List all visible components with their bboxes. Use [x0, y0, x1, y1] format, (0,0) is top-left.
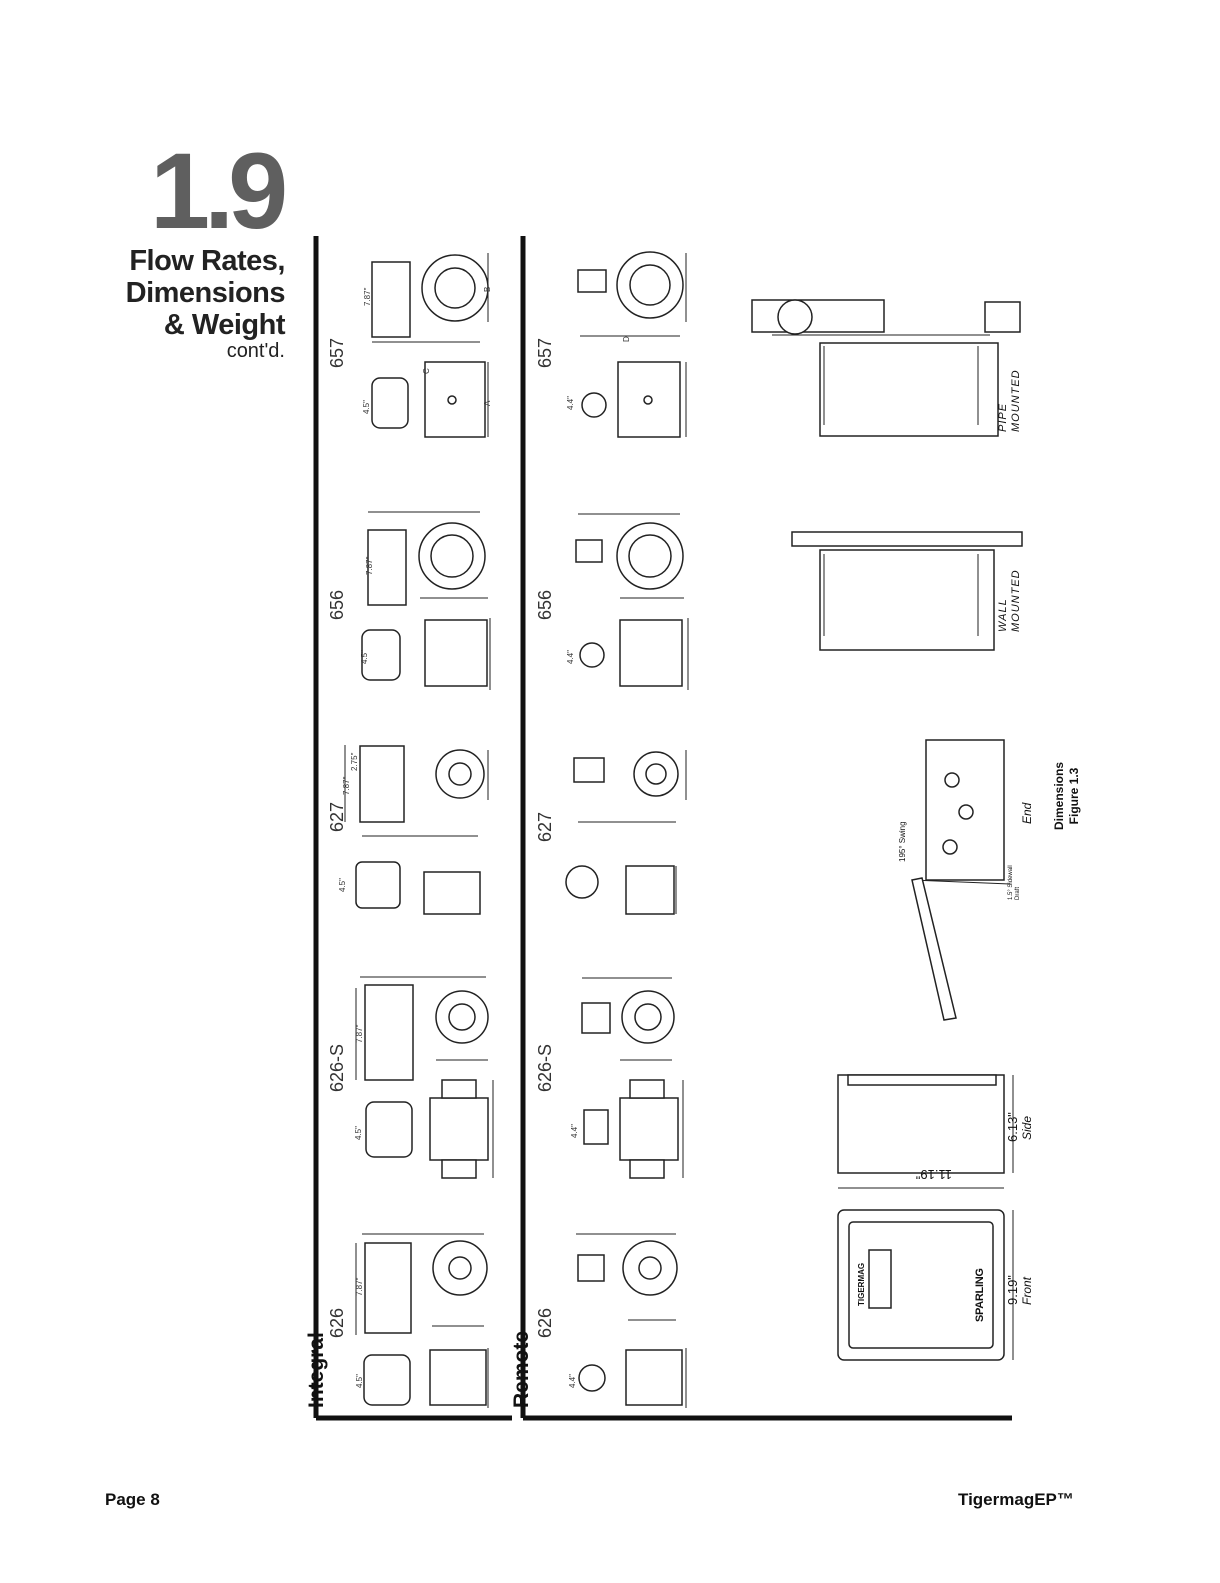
- remote-626s-drawing: [581, 977, 684, 1179]
- integral-group-label: Integral: [305, 1332, 328, 1408]
- remote-group-label: Remote: [510, 1330, 533, 1408]
- remote-model-627: 627: [535, 811, 555, 842]
- side-view-drawing: [837, 1074, 1014, 1189]
- integral-657-drawing: [371, 253, 489, 438]
- remote-656-drawing: [575, 513, 689, 690]
- dim-integral-height-626: 7.87": [355, 1277, 364, 1296]
- side-view-label: Side: [1020, 1115, 1034, 1140]
- figure-title: Dimensions: [1052, 761, 1066, 830]
- remote-model-626s: 626-S: [535, 1043, 555, 1092]
- dim-integral-side-657: 4.5": [362, 400, 371, 414]
- remote-model-626: 626: [535, 1307, 555, 1338]
- pipe-mounted-drawing: [751, 299, 1021, 437]
- pipe-mounted-label: PIPE MOUNTED: [997, 369, 1023, 432]
- dim-integral-height-656: 7.87": [365, 556, 374, 575]
- remote-model-657: 657: [535, 337, 555, 368]
- dim-remote-side-626: 4.4": [568, 1374, 577, 1388]
- section-title-line: Dimensions: [125, 277, 286, 309]
- wall-mounted-line: WALL: [997, 598, 1009, 632]
- dim-c-label: C: [422, 368, 431, 374]
- remote-meter-drawings: [565, 251, 689, 1408]
- section-subtitle: cont'd.: [226, 340, 285, 362]
- integral-model-626s: 626-S: [327, 1043, 347, 1092]
- integral-model-627: 627: [327, 801, 347, 832]
- remote-657-drawing: [577, 251, 687, 438]
- dim-d-label: D: [622, 336, 631, 342]
- wall-mounted-drawing: [791, 531, 1023, 651]
- section-title: Flow Rates, Dimensions & Weight: [125, 245, 286, 341]
- section-title-line: Flow Rates,: [129, 245, 285, 277]
- dim-integral-side-627: 4.5": [338, 878, 347, 892]
- end-view-drawing: [911, 739, 1011, 1021]
- integral-model-626: 626: [327, 1307, 347, 1338]
- integral-bracket: [313, 236, 512, 1421]
- brand-logo: SPARLING: [974, 1268, 986, 1322]
- dim-integral-side-656: 4.5": [360, 650, 369, 664]
- page-number: Page 8: [105, 1490, 160, 1509]
- integral-meter-drawings: [344, 253, 494, 1408]
- product-name: TigermagEP™: [958, 1490, 1074, 1509]
- dim-integral-height-657: 7.87": [363, 287, 372, 306]
- section-title-line: & Weight: [163, 309, 286, 341]
- pipe-mounted-line: PIPE: [997, 402, 1009, 432]
- section-number: 1.9: [150, 130, 288, 251]
- front-view-drawing: [837, 1209, 1014, 1361]
- enclosure-width-dim: 11.19": [915, 1167, 952, 1182]
- figure-number: Figure 1.3: [1067, 767, 1081, 825]
- integral-627-drawing: [344, 745, 489, 915]
- dim-integral-side-626: 4.5": [355, 1374, 364, 1388]
- dim-integral-height-627: 7.87": [342, 776, 351, 795]
- integral-626s-drawing: [355, 976, 494, 1179]
- dim-integral-side-626s: 4.5": [354, 1126, 363, 1140]
- integral-656-drawing: [361, 511, 491, 690]
- figure-caption: Dimensions Figure 1.3: [1052, 762, 1082, 830]
- product-badge: TIGERMAG: [857, 1262, 866, 1306]
- remote-627-drawing: [565, 750, 687, 915]
- sidewall-draft-label: 1.5° Sidewall Draft: [1008, 865, 1021, 900]
- remote-626-drawing: [576, 1233, 687, 1408]
- dim-remote-side-657: 4.4": [566, 396, 575, 410]
- integral-model-656: 656: [327, 589, 347, 620]
- remote-model-656: 656: [535, 589, 555, 620]
- wall-mounted-label: WALL MOUNTED: [997, 569, 1023, 632]
- dim-remote-side-626s: 4.4": [570, 1124, 579, 1138]
- dim-integral-height-626s: 7.87": [355, 1024, 364, 1043]
- pipe-mounted-line: MOUNTED: [1010, 369, 1022, 432]
- dim-a-label: A: [483, 400, 492, 406]
- dim-remote-side-656: 4.4": [566, 650, 575, 664]
- dim-b-label: B: [483, 286, 492, 292]
- dim-integral-top-627: 2.75": [350, 752, 359, 771]
- front-height-dim: 9.19": [1005, 1275, 1020, 1305]
- front-view-label: Front: [1020, 1276, 1034, 1305]
- remote-bracket: [520, 236, 1012, 1421]
- wall-mounted-line: MOUNTED: [1010, 569, 1022, 632]
- integral-626-drawing: [355, 1233, 489, 1408]
- integral-model-657: 657: [327, 337, 347, 368]
- swing-label: 195° Swing: [898, 821, 907, 862]
- end-view-label: End: [1020, 802, 1034, 824]
- side-depth-dim: 6.13": [1005, 1112, 1020, 1142]
